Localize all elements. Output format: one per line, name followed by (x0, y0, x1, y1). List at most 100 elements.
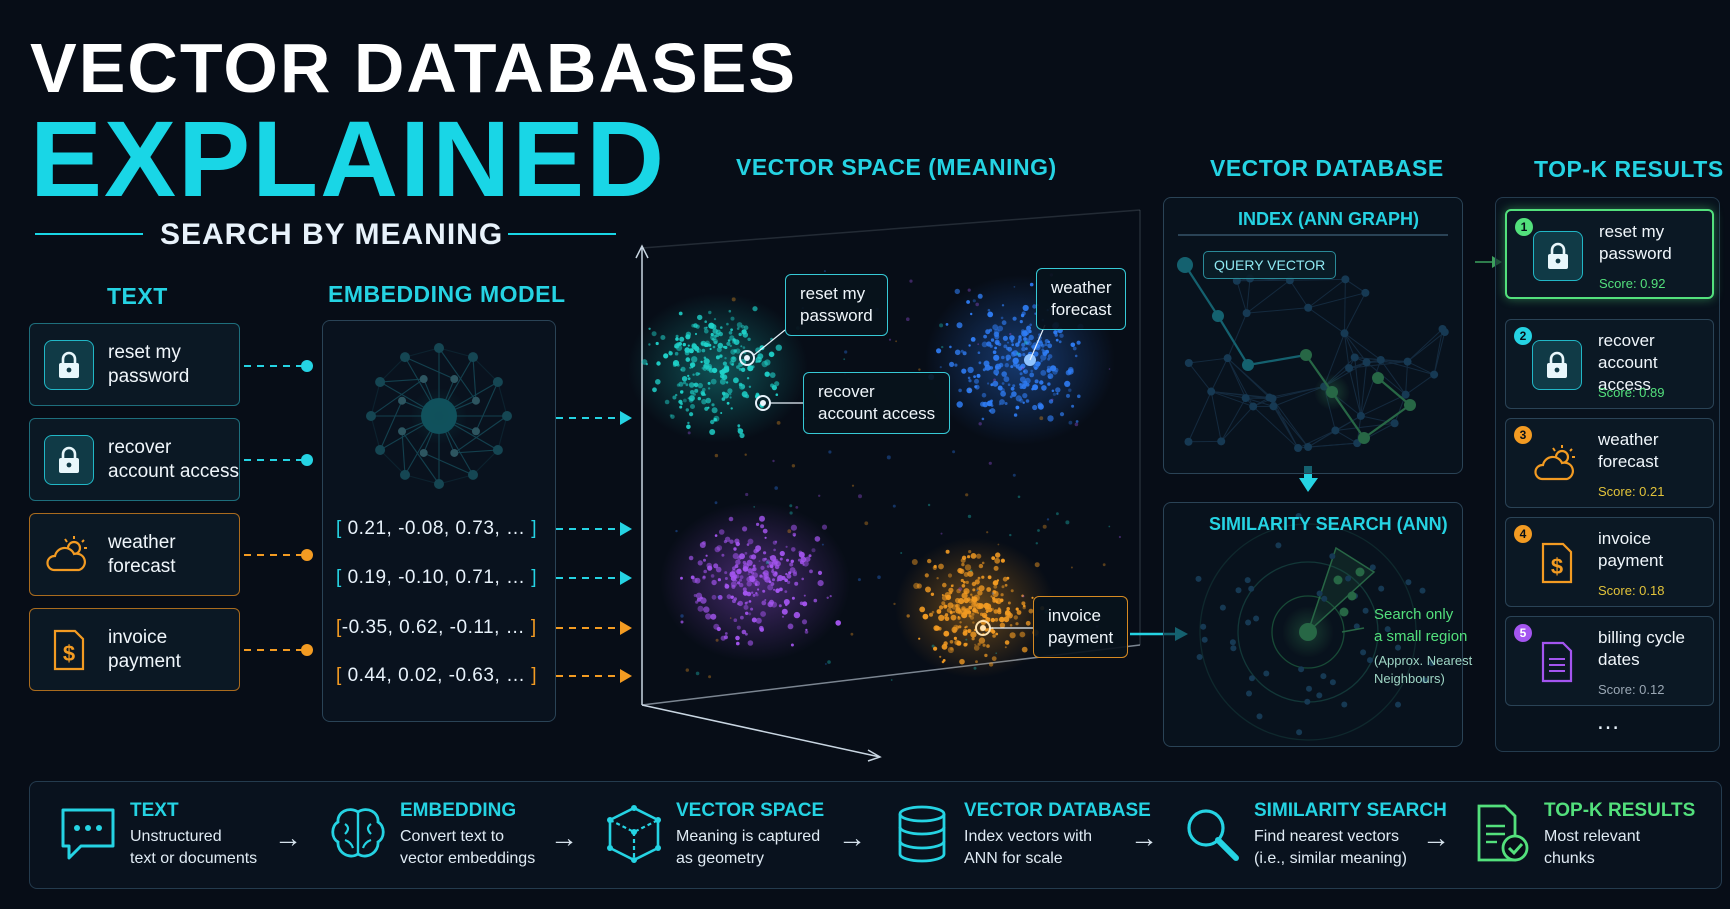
result-item-5[interactable]: 5 billing cycle dates Score: 0.12 (1505, 616, 1714, 706)
vector-point (991, 656, 997, 661)
scatter-point (1013, 286, 1016, 288)
scatter-point (744, 453, 747, 456)
vector-point (966, 387, 973, 394)
vector-point (687, 377, 691, 380)
result-score: Score: 0.21 (1598, 484, 1665, 499)
vector-point (970, 337, 976, 342)
vector-point (775, 344, 782, 351)
vector-point (681, 390, 684, 393)
vector-point (991, 556, 996, 560)
scatter-point (791, 464, 796, 468)
vector-point (680, 576, 683, 580)
vector-point (964, 564, 972, 571)
vector-point (983, 334, 987, 339)
vector-point (1039, 380, 1044, 385)
vector-point (805, 556, 811, 562)
vector-point (689, 412, 694, 417)
result-score: Score: 0.12 (1598, 682, 1665, 697)
vector-point (735, 579, 738, 582)
heading-vector-space: VECTOR SPACE (MEANING) (736, 154, 1057, 180)
vector-point (740, 367, 746, 372)
vector-point (959, 621, 962, 624)
vector-point (738, 568, 741, 572)
vector-point (742, 590, 749, 596)
result-item-3[interactable]: 3 weather forecast Score: 0.21 (1505, 418, 1714, 508)
scatter-point (714, 453, 719, 458)
svg-text:$: $ (1551, 554, 1563, 579)
vector-point (1021, 346, 1026, 352)
vector-point (727, 388, 733, 394)
vector-point (964, 590, 968, 594)
vector-point (701, 392, 706, 396)
vector-point (742, 332, 749, 338)
result-item-1[interactable]: 1 reset my password Score: 0.92 (1505, 209, 1714, 299)
search-note: Search only a small region (1374, 606, 1468, 645)
vector-point (746, 581, 752, 587)
vector-point (786, 573, 792, 579)
vector-point (764, 371, 770, 377)
vector-point (724, 583, 728, 586)
vector-point (718, 529, 725, 535)
rank-badge: 5 (1514, 624, 1532, 642)
vector-point (959, 568, 965, 574)
vector-point (1022, 393, 1028, 399)
scatter-point (731, 297, 736, 302)
vector-point (1055, 387, 1061, 393)
vector-point (974, 385, 977, 389)
vector-point (709, 429, 716, 435)
vector-point (729, 396, 732, 399)
vector-point (1007, 612, 1013, 619)
vector-point (992, 324, 999, 331)
vector-point (994, 346, 997, 350)
similarity-search-title: SIMILARITY SEARCH (ANN) (1209, 514, 1448, 534)
vector-point (751, 554, 757, 560)
vector-point (987, 311, 994, 318)
vector-point (700, 360, 703, 364)
text-to-embedding-connectors (244, 365, 302, 651)
vector-point (999, 616, 1005, 623)
vector-point (1010, 386, 1015, 391)
scatter-point (976, 589, 979, 592)
scatter-point (818, 494, 821, 497)
vector-point (722, 392, 730, 399)
vector-point (760, 565, 765, 571)
vector-point (990, 607, 995, 611)
vector-point (761, 600, 767, 606)
vector-point (732, 599, 736, 604)
vector-point (785, 603, 788, 607)
scatter-point (772, 459, 775, 463)
result-item-2[interactable]: 2 recover account access Score: 0.89 (1505, 319, 1714, 409)
vector-point (675, 393, 678, 397)
vector-point (756, 522, 760, 527)
scatter-point (850, 632, 854, 636)
vector-point (1072, 346, 1077, 351)
vector-point (694, 577, 701, 584)
vector-point (764, 599, 767, 601)
vector-point (967, 366, 974, 374)
chat-bubble-icon (56, 802, 120, 866)
vector-point (730, 316, 735, 321)
vector-point (676, 344, 683, 351)
vector-point (1012, 357, 1019, 364)
result-item-4[interactable]: 4 $ invoice payment Score: 0.18 (1505, 517, 1714, 607)
vector-point (1022, 401, 1025, 404)
vector-point (1001, 355, 1005, 360)
vector-point (981, 575, 985, 579)
vector-point (798, 551, 805, 558)
vector-point (664, 399, 670, 405)
vector-point (733, 574, 738, 579)
vector-point (941, 594, 944, 596)
vector-point (737, 581, 741, 585)
vector-point (729, 539, 734, 544)
vector-point (999, 399, 1005, 405)
vector-point (801, 577, 804, 581)
vector-point (972, 588, 976, 592)
index-ann-graph-panel (1163, 197, 1463, 474)
vector-point (781, 608, 788, 615)
vector-point (1007, 341, 1009, 344)
vector-point (711, 403, 715, 407)
vector-point (1006, 607, 1010, 611)
scatter-point (973, 666, 977, 670)
text-card-recover-account: recover account access (29, 418, 240, 501)
vector-point (648, 343, 651, 346)
